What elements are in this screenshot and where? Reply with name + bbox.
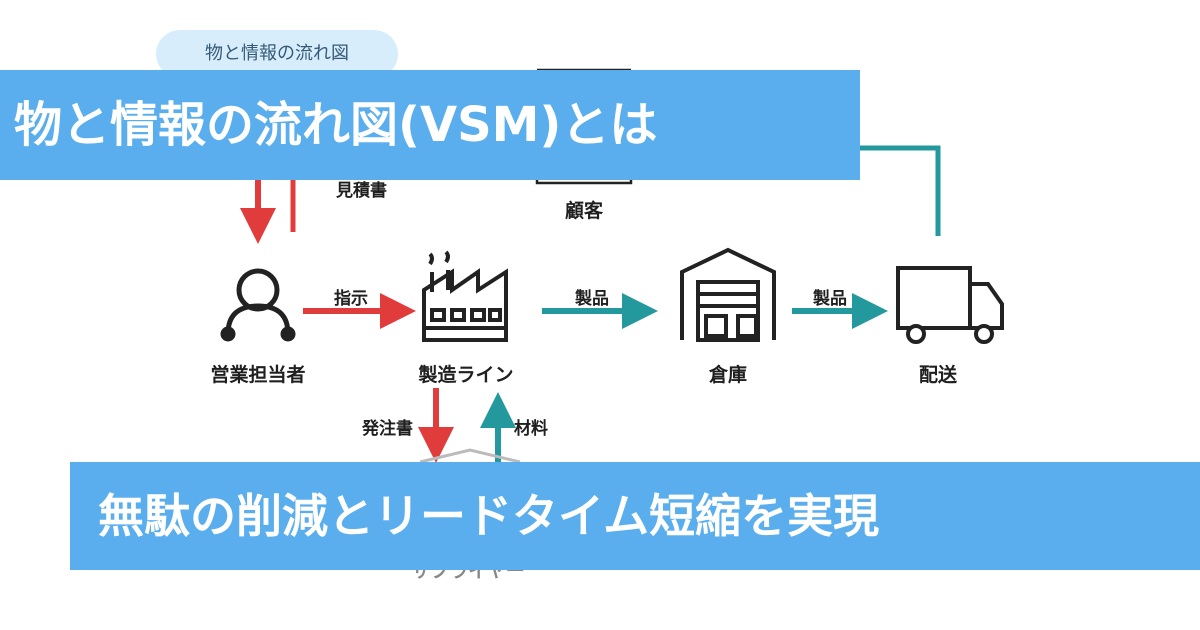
title-banner: 物と情報の流れ図(VSM)とは bbox=[0, 70, 860, 180]
quote-label: 見積書 bbox=[336, 181, 387, 201]
person-icon bbox=[220, 268, 296, 342]
arrow-delivery-to-customer bbox=[860, 145, 941, 236]
delivery-label: 配送 bbox=[918, 364, 958, 386]
factory-icon bbox=[422, 250, 508, 342]
product-label-2: 製品 bbox=[813, 289, 847, 309]
truck-icon bbox=[896, 266, 1004, 344]
product-label-1: 製品 bbox=[575, 289, 609, 309]
box-icon bbox=[419, 448, 521, 464]
subtitle-banner: 無駄の削減とリードタイム短縮を実現 bbox=[70, 462, 1200, 570]
instruction-label: 指示 bbox=[334, 289, 368, 309]
customer-label: 顧客 bbox=[564, 200, 604, 222]
warehouse-icon bbox=[680, 247, 776, 342]
material-label: 材料 bbox=[514, 419, 548, 439]
warehouse-label: 倉庫 bbox=[708, 364, 748, 386]
factory-label: 製造ライン bbox=[418, 364, 514, 386]
order-label: 発注書 bbox=[362, 419, 413, 439]
sales-label: 営業担当者 bbox=[210, 364, 306, 386]
